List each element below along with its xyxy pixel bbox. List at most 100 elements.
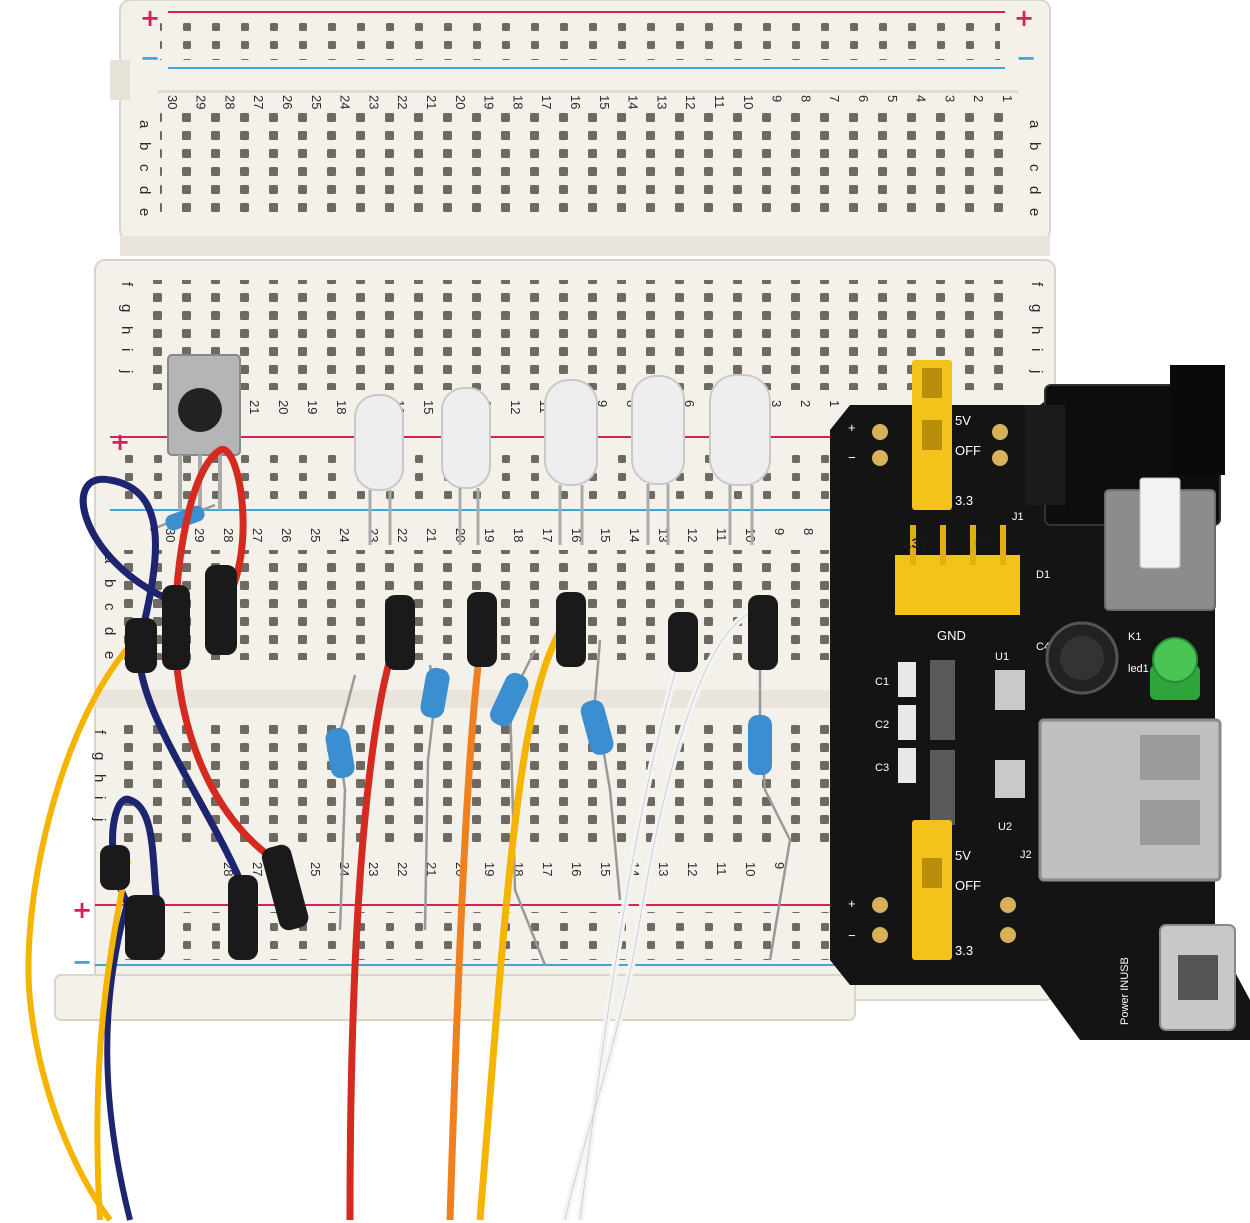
row-letter: d — [136, 186, 153, 194]
column-number: 24 — [338, 95, 353, 109]
column-number: 6 — [856, 95, 871, 102]
ir-receiver-module — [167, 354, 241, 510]
column-number: 22 — [395, 528, 410, 542]
column-number: 30 — [165, 95, 180, 109]
row-letter: a — [136, 120, 153, 129]
resistor — [420, 664, 450, 931]
wire-plug — [467, 592, 497, 667]
label-d1: D1 — [1036, 569, 1050, 581]
voltage-jumper-top[interactable] — [912, 360, 952, 510]
column-number: 1 — [1000, 95, 1015, 102]
voltage-regulator-u1 — [930, 660, 1025, 740]
row-letter: d — [101, 627, 118, 635]
terminal-strip-fghij — [150, 280, 1020, 390]
column-number: 22 — [395, 862, 410, 876]
row-letter: i — [91, 796, 108, 799]
wire-navy — [104, 899, 133, 1221]
upper-breadboard: + + − − 12345678910111213141516171819202… — [110, 0, 1051, 256]
resistor — [580, 639, 622, 901]
clear-led — [544, 379, 598, 545]
usb-a-port[interactable] — [1038, 718, 1222, 882]
column-number: 29 — [192, 528, 207, 542]
jumper-wires — [25, 446, 778, 1222]
wire-plug — [385, 595, 415, 670]
wire-plug — [205, 565, 237, 655]
column-number: 3 — [942, 95, 957, 102]
row-letter: h — [91, 774, 108, 782]
wire-red — [171, 446, 277, 863]
module-plus-mark: + — [848, 896, 856, 911]
column-number: 21 — [247, 400, 262, 414]
row-letter: g — [1028, 304, 1045, 312]
column-number: 12 — [683, 95, 698, 109]
row-letter: c — [1026, 164, 1043, 172]
row-letter: c — [101, 603, 118, 611]
wire-plug — [162, 585, 190, 670]
column-number: 18 — [334, 400, 349, 414]
column-number: 27 — [250, 528, 265, 542]
column-number: 16 — [569, 528, 584, 542]
column-number: 5 — [885, 95, 900, 102]
column-number: 23 — [366, 862, 381, 876]
jumper-bottom-off-label: OFF — [955, 878, 981, 893]
column-number: 26 — [279, 528, 294, 542]
header-gnd-label: GND — [937, 628, 966, 643]
jumper-bottom-33-label: 3.3 — [955, 943, 973, 958]
column-number: 23 — [366, 528, 381, 542]
row-letter: j — [91, 817, 108, 821]
column-number: 11 — [712, 95, 727, 109]
power-indicator-led — [1150, 637, 1200, 700]
rail-plus-label: + — [1014, 4, 1034, 32]
clear-led — [441, 387, 491, 545]
pin-header[interactable] — [895, 525, 1020, 615]
column-number: 19 — [482, 862, 497, 876]
column-number: 19 — [305, 400, 320, 414]
column-number: 15 — [598, 862, 613, 876]
wire-navy — [79, 475, 244, 882]
column-number: 16 — [569, 862, 584, 876]
wire-yellow — [94, 859, 131, 1221]
column-number: 18 — [510, 95, 525, 109]
row-letter: j — [118, 369, 135, 373]
wire-plug — [125, 618, 157, 673]
column-number: 19 — [482, 95, 497, 109]
jumper-top-5v-label: 5V — [955, 413, 971, 428]
column-number: 25 — [308, 862, 323, 876]
row-letter: j — [1028, 369, 1045, 373]
micro-usb-port[interactable] — [1159, 924, 1236, 1031]
column-numbers-top: 1234567891011121314151617181920212223242… — [165, 95, 1015, 109]
column-number: 9 — [595, 400, 610, 407]
column-number: 12 — [685, 862, 700, 876]
column-number: 21 — [424, 528, 439, 542]
power-push-button[interactable] — [1104, 477, 1216, 611]
wire-plug — [228, 875, 258, 960]
column-number: 13 — [656, 862, 671, 876]
rail-plus-label: + — [72, 896, 92, 924]
label-j2: J2 — [1020, 849, 1032, 861]
column-number: 14 — [626, 95, 641, 109]
row-letter: b — [136, 142, 153, 150]
resistor — [325, 674, 357, 931]
column-number: 15 — [597, 95, 612, 109]
led-array — [354, 374, 771, 545]
voltage-regulator-u2 — [930, 750, 1025, 825]
row-letter: h — [118, 326, 135, 334]
wire-plug — [748, 595, 778, 670]
voltage-jumper-bottom[interactable] — [912, 820, 952, 960]
column-number: 23 — [366, 95, 381, 109]
row-letter: e — [101, 651, 118, 659]
row-letter: g — [118, 304, 135, 312]
column-number: 11 — [714, 862, 729, 876]
column-number: 8 — [801, 528, 816, 535]
column-number: 13 — [654, 95, 669, 109]
column-number: 12 — [508, 400, 523, 414]
jumper-top-off-label: OFF — [955, 443, 981, 458]
row-letter: g — [91, 752, 108, 760]
wire-plug — [125, 895, 165, 960]
row-letter: i — [118, 348, 135, 351]
clear-led — [631, 375, 685, 545]
column-number: 21 — [424, 95, 439, 109]
